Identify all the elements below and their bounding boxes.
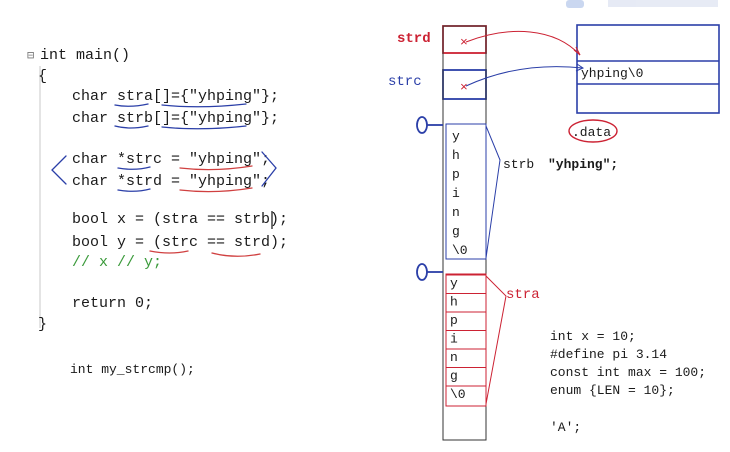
stra-char-2: p (450, 313, 458, 328)
code-line-stra: char stra[]={"yhping"}; (72, 88, 279, 105)
stra-brace (485, 275, 507, 405)
strd-pointer-arrow (465, 30, 581, 56)
stra-char-6: \0 (450, 387, 466, 402)
code-line-open-brace: { (38, 68, 47, 85)
strc-arrowhead-icon (575, 63, 585, 72)
strb-char-6: \0 (452, 243, 468, 258)
underline-strd-string (179, 187, 253, 193)
note-char-literal: 'A'; (550, 420, 581, 435)
code-line-bool-x: bool x = (stra == strb); (72, 211, 288, 228)
underline-y-strd (211, 252, 261, 257)
strb-marker-icon (416, 116, 443, 134)
note-enum-len: enum {LEN = 10}; (550, 383, 675, 398)
code-line-my-strcmp: int my_strcmp(); (70, 362, 195, 377)
underline-strc (117, 166, 151, 170)
constants-notes: int x = 10; #define pi 3.14 const int ma… (550, 329, 706, 435)
underline-stra (114, 103, 149, 107)
strb-brace (485, 125, 501, 259)
code-line-strc: char *strc = "yhping"; (72, 151, 270, 168)
data-section-label: .data (572, 125, 611, 140)
strb-char-2: p (452, 167, 460, 182)
strc-label: strc (388, 74, 422, 90)
strb-char-5: g (452, 224, 460, 239)
stra-block: yhping \0 (445, 273, 487, 407)
stra-char-3: i (450, 332, 458, 347)
strd-label: strd (397, 31, 431, 47)
strb-note: "yhping"; (548, 157, 618, 172)
code-line-comment: // x // y; (72, 254, 162, 271)
stra-frame (445, 273, 487, 407)
stra-label: stra (506, 287, 540, 303)
fold-toggle-icon[interactable]: ⊟ (27, 49, 34, 63)
strb-frame (445, 123, 487, 260)
strb-char-3: i (452, 186, 460, 201)
open-bracket-mark (51, 155, 67, 185)
stra-marker-icon (416, 263, 443, 281)
code-panel: ⊟ int main() { char stra[]={"yhping"}; c… (27, 47, 288, 377)
note-const-max: const int max = 100; (550, 365, 706, 380)
underline-stra-string (161, 103, 247, 108)
note-int-x: int x = 10; (550, 329, 636, 344)
strd-arrowhead-icon (573, 46, 581, 56)
close-bracket-mark (261, 151, 277, 187)
watermark-logo (566, 0, 718, 8)
strb-char-0: y (452, 129, 460, 144)
strc-cross-mark: × (460, 80, 468, 95)
strb-label: strb (503, 157, 534, 172)
code-line-bool-y: bool y = (strc == strd); (72, 234, 288, 251)
data-string-cell: yhping\0 (581, 66, 643, 81)
note-define-pi: #define pi 3.14 (550, 347, 667, 362)
stra-char-4: n (450, 350, 458, 365)
underline-strb-string (161, 125, 247, 130)
stra-char-5: g (450, 369, 458, 384)
data-section-box (576, 24, 720, 114)
underline-strd (117, 188, 151, 192)
stra-char-0: y (450, 276, 458, 291)
code-line-strb: char strb[]={"yhping"}; (72, 110, 279, 127)
code-line-main: int main() (40, 47, 130, 64)
strb-char-1: h (452, 148, 460, 163)
underline-y-strc (149, 250, 189, 254)
strb-char-4: n (452, 205, 460, 220)
code-line-return: return 0; (72, 295, 153, 312)
data-label-circle (568, 119, 618, 143)
code-annotations (51, 103, 277, 257)
strc-pointer-arrow (465, 66, 584, 87)
code-line-strd: char *strd = "yhping"; (72, 173, 270, 190)
strd-cross-mark: × (460, 35, 468, 50)
strb-block: yhping \0 (445, 123, 487, 260)
code-line-close-brace: } (38, 316, 47, 333)
underline-strc-string (179, 165, 253, 171)
stra-char-1: h (450, 295, 458, 310)
underline-strb (114, 125, 149, 129)
